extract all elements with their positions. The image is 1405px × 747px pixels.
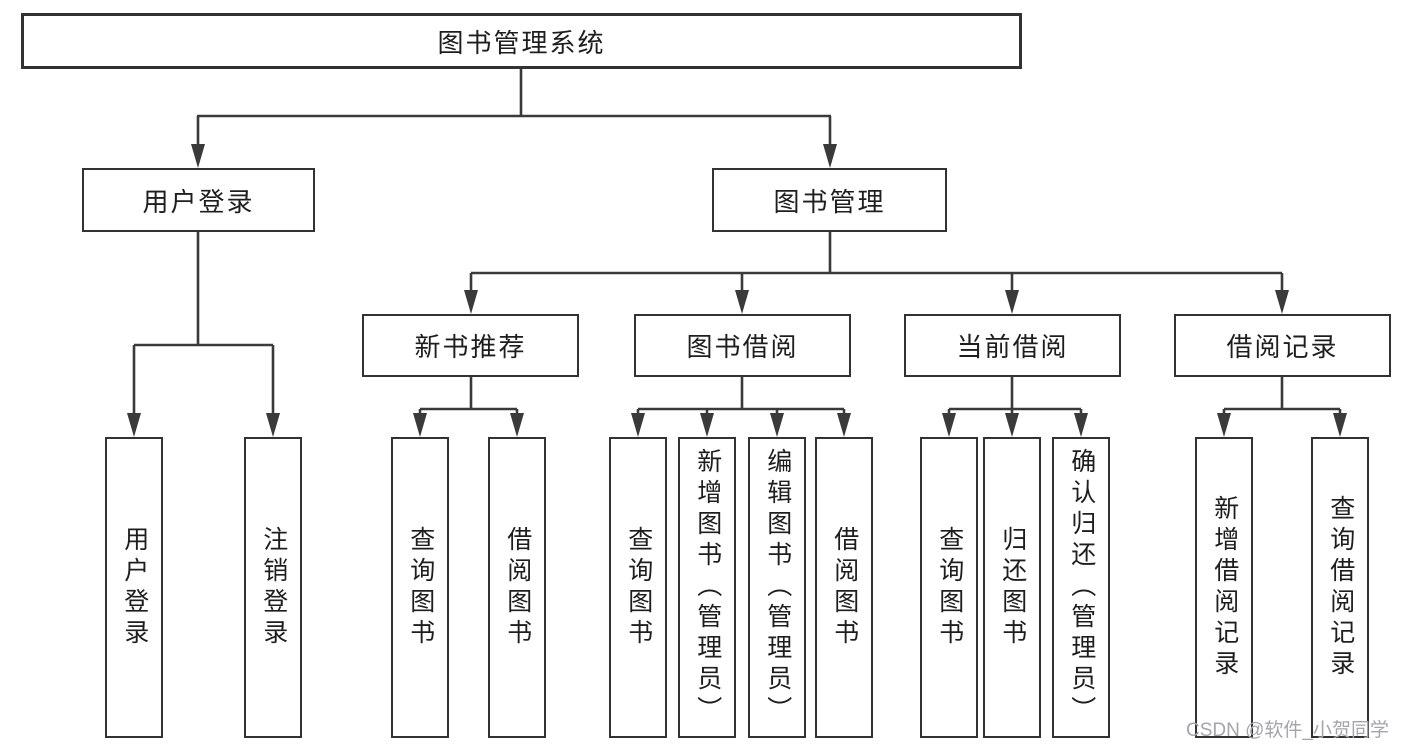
leaf-borrow-books: 借阅图书 — [815, 437, 873, 738]
leaf-return-books: 归还图书 — [983, 437, 1041, 738]
leaf-logout: 注销登录 — [244, 437, 302, 738]
node-library-system: 图书管理系统 — [21, 13, 1022, 69]
connector-user-login-branch — [127, 232, 280, 437]
node-book-borrowing: 图书借阅 — [634, 314, 851, 377]
leaf-user-login: 用户登录 — [105, 437, 163, 738]
connector-current-borrow-branch — [942, 377, 1088, 437]
leaf-query-books-current: 查询图书 — [920, 437, 978, 738]
leaf-logout-label: 注销登录 — [259, 525, 288, 650]
leaf-add-borrow-record-label: 新增借阅记录 — [1210, 494, 1239, 681]
node-book-management-label: 图书管理 — [773, 186, 886, 217]
node-new-book-recommendation-label: 新书推荐 — [414, 332, 527, 362]
node-book-management: 图书管理 — [712, 168, 947, 232]
connector-borrow-records-branch — [1217, 377, 1347, 437]
leaf-add-borrow-record: 新增借阅记录 — [1195, 437, 1253, 738]
leaf-query-books-borrowing: 查询图书 — [609, 437, 667, 738]
leaf-confirm-return-admin: 确认归还（管理员） — [1052, 437, 1110, 738]
connector-new-book-branch — [413, 377, 524, 437]
node-current-borrowing: 当前借阅 — [904, 314, 1121, 377]
node-borrow-records-label: 借阅记录 — [1226, 332, 1339, 362]
node-new-book-recommendation: 新书推荐 — [362, 314, 579, 377]
leaf-edit-books-admin: 编辑图书（管理员） — [748, 437, 806, 738]
leaf-query-books-recommend: 查询图书 — [391, 437, 449, 738]
leaf-query-borrow-record: 查询借阅记录 — [1311, 437, 1369, 738]
node-library-system-label: 图书管理系统 — [437, 27, 606, 58]
leaf-add-books-admin-label: 新增图书（管理员） — [693, 448, 722, 727]
leaf-user-login-label: 用户登录 — [120, 525, 149, 650]
leaf-query-books-current-label: 查询图书 — [935, 525, 964, 650]
leaf-borrow-books-recommend-label: 借阅图书 — [503, 525, 532, 650]
leaf-edit-books-admin-label: 编辑图书（管理员） — [763, 448, 792, 727]
leaf-confirm-return-admin-label: 确认归还（管理员） — [1067, 448, 1096, 727]
node-borrow-records: 借阅记录 — [1174, 314, 1391, 377]
node-current-borrowing-label: 当前借阅 — [956, 332, 1069, 362]
node-user-login: 用户登录 — [82, 168, 315, 232]
node-user-login-label: 用户登录 — [142, 186, 255, 217]
leaf-return-books-label: 归还图书 — [998, 525, 1027, 650]
leaf-query-books-borrowing-label: 查询图书 — [624, 525, 653, 650]
connector-book-management-branch — [464, 232, 1289, 314]
connector-book-borrow-branch — [631, 377, 851, 437]
leaf-borrow-books-recommend: 借阅图书 — [488, 437, 546, 738]
watermark: CSDN @软件_小贺同学 — [1186, 720, 1389, 741]
node-book-borrowing-label: 图书借阅 — [686, 332, 799, 362]
leaf-borrow-books-label: 借阅图书 — [830, 525, 859, 650]
connector-root-to-level2 — [191, 69, 837, 168]
leaf-query-books-recommend-label: 查询图书 — [406, 525, 435, 650]
leaf-query-borrow-record-label: 查询借阅记录 — [1326, 494, 1355, 681]
leaf-add-books-admin: 新增图书（管理员） — [678, 437, 736, 738]
